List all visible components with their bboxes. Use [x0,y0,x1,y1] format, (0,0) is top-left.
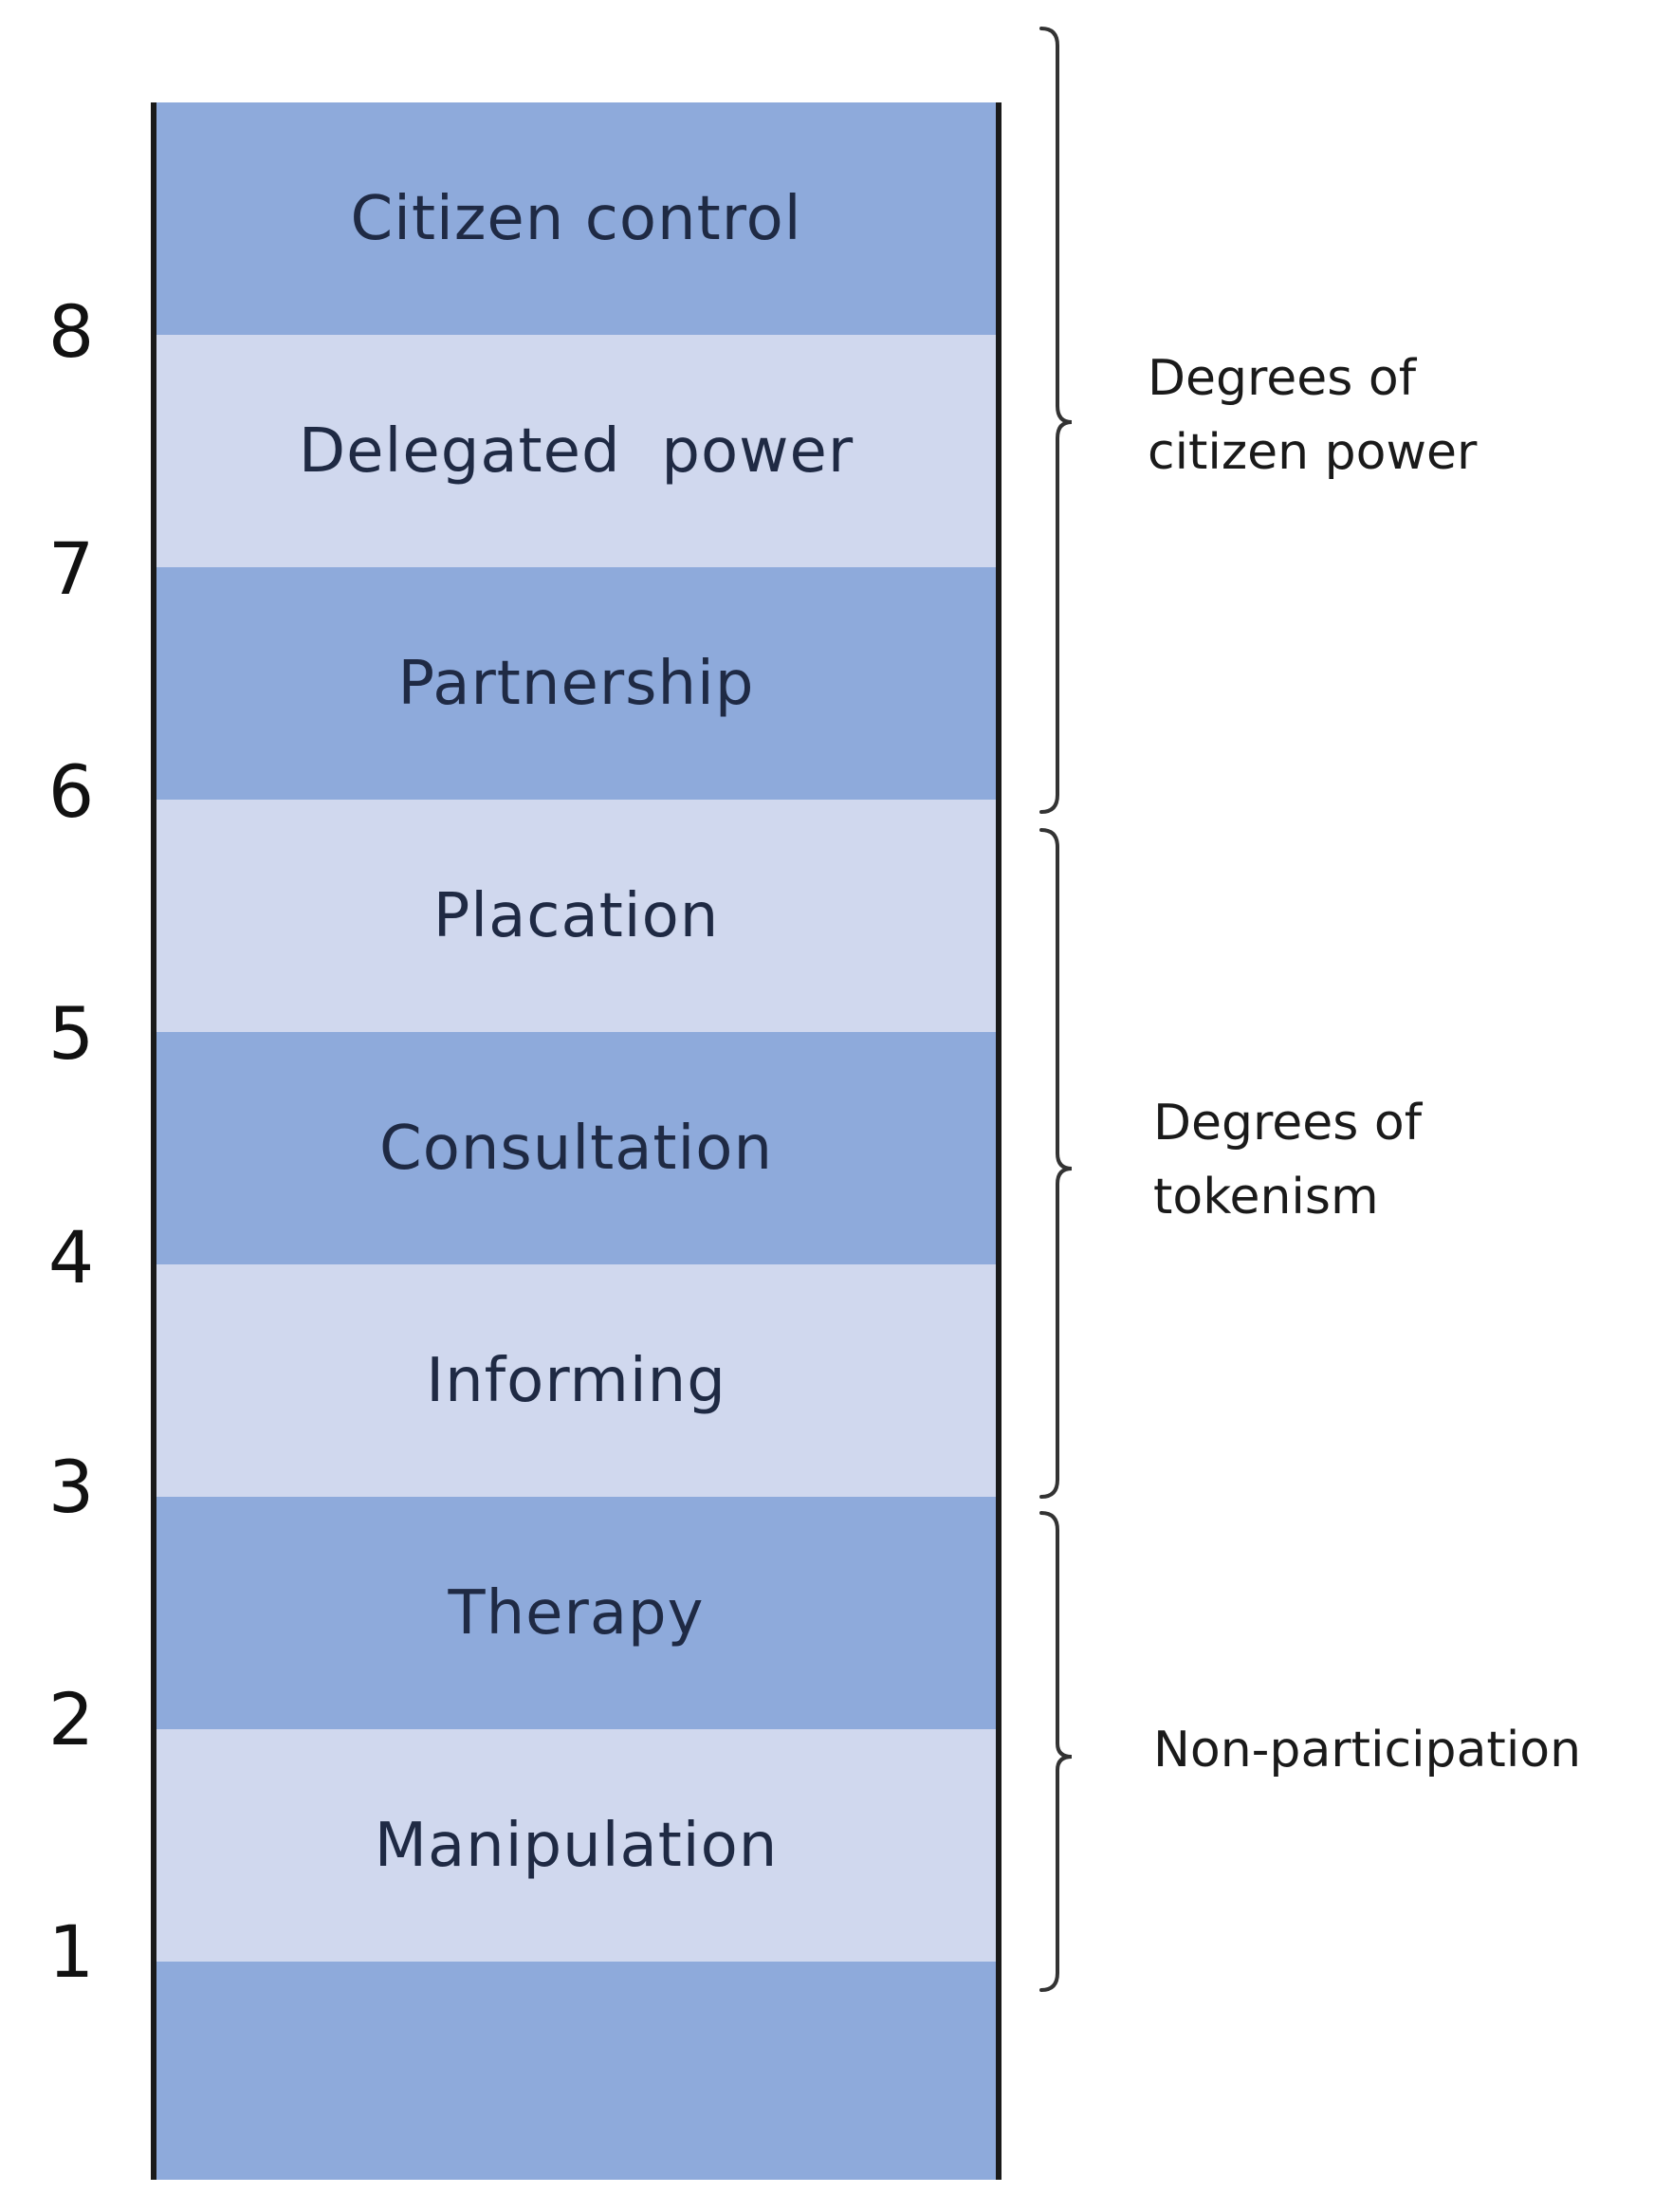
participation-ladder: Citizen control Delegated power Partners… [151,102,1002,2180]
rung-label: Manipulation [374,1810,779,1881]
rung-number-7: 7 [47,526,95,611]
rung-number-5: 5 [47,991,95,1076]
rung-number-3: 3 [47,1445,95,1529]
bracket-citizen-power [1039,27,1073,814]
rung-number-6: 6 [47,749,95,834]
rung-informing: Informing [156,1264,996,1497]
rung-number-4: 4 [47,1215,95,1300]
rung-therapy: Therapy [156,1497,996,1729]
group-label-tokenism: Degrees of tokenism [1153,1095,1423,1226]
rung-manipulation: Manipulation [156,1729,996,1962]
rung-label: Placation [432,880,720,951]
rung-label: Citizen control [350,183,802,254]
bracket-non-participation [1039,1511,1073,1992]
rung-partnership: Partnership [156,567,996,800]
rung-number-2: 2 [47,1677,95,1761]
rung-label: Delegated power [298,415,855,487]
rung-consultation: Consultation [156,1032,996,1264]
rung-delegated-power: Delegated power [156,335,996,567]
rung-label: Partnership [397,648,755,719]
rung-label: Therapy [448,1577,705,1649]
rung-number-1: 1 [47,1909,95,1994]
ladder-base [156,1962,996,2180]
group-label-non-participation: Non-participation [1153,1722,1582,1779]
group-label-citizen-power: Degrees of citizen power [1148,350,1478,481]
rung-number-8: 8 [47,289,95,374]
rung-label: Consultation [379,1113,773,1184]
rung-placation: Placation [156,800,996,1032]
bracket-tokenism [1039,828,1073,1499]
rung-citizen-control: Citizen control [156,102,996,335]
rung-label: Informing [426,1345,726,1416]
